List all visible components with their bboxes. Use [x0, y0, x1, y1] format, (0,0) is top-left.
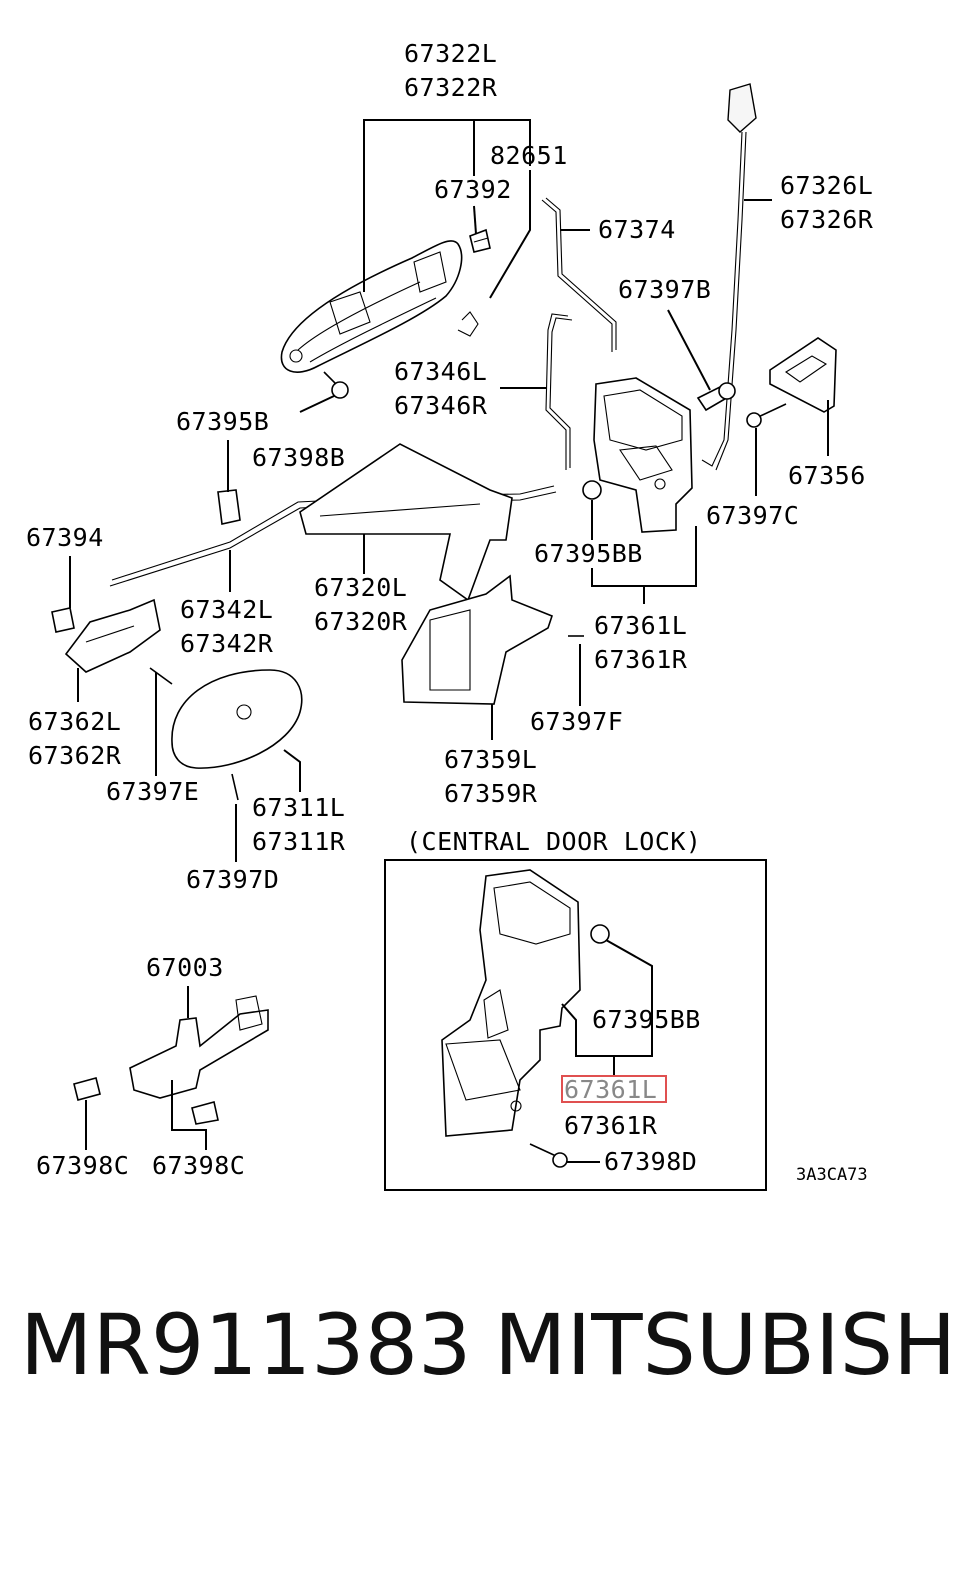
grommet-67395BB: [582, 480, 602, 500]
label-67362L[interactable]: 67362L: [28, 707, 121, 736]
part-number: MR911383: [20, 1296, 472, 1394]
door-check-67003: [73, 995, 269, 1125]
inset-leader-lines: [561, 939, 653, 1163]
screw-67397E: [149, 667, 173, 685]
label-67346L[interactable]: 67346L: [394, 357, 487, 386]
clip-67395B: [217, 489, 241, 525]
protector-67359: [401, 574, 553, 705]
label-67311R[interactable]: 67311R: [252, 827, 346, 856]
screw-67397C: [746, 403, 787, 428]
bolt-67397B: [696, 382, 736, 412]
label-67397B[interactable]: 67397B: [618, 275, 711, 304]
outside-door-handle: [280, 240, 463, 373]
inside-handle-67362: [51, 598, 161, 673]
label-67392[interactable]: 67392: [434, 175, 512, 204]
label-67361R-top[interactable]: 67361R: [594, 645, 688, 674]
bolt-67398B: [323, 371, 349, 399]
part-labels: 67322L 67322R 82651 67392 67374 67326L 6…: [26, 39, 874, 1185]
highlight-box-67361L: [561, 1075, 667, 1103]
label-67311L[interactable]: 67311L: [252, 793, 345, 822]
label-67397E[interactable]: 67397E: [106, 777, 199, 806]
label-67322R[interactable]: 67322R: [404, 73, 498, 102]
label-67342R[interactable]: 67342R: [180, 629, 274, 658]
label-67322L[interactable]: 67322L: [404, 39, 497, 68]
inset-grommet: [590, 924, 610, 944]
door-lock-actuator: [593, 377, 693, 533]
label-67346R[interactable]: 67346R: [394, 391, 488, 420]
label-67398C-left[interactable]: 67398C: [36, 1151, 129, 1180]
label-67397F[interactable]: 67397F: [530, 707, 623, 736]
label-67342L[interactable]: 67342L: [180, 595, 273, 624]
label-67395B[interactable]: 67395B: [176, 407, 269, 436]
label-67320L[interactable]: 67320L: [314, 573, 407, 602]
footer: MR911383 MITSUBISHI: [0, 1296, 960, 1396]
label-67326L[interactable]: 67326L: [780, 171, 873, 200]
escutcheon-67311: [171, 669, 303, 769]
label-67398B[interactable]: 67398B: [252, 443, 345, 472]
spring-clip-82651: [457, 311, 479, 337]
rod-67374: [541, 199, 613, 352]
label-67361L-inset[interactable]: 67361L: [564, 1075, 657, 1104]
striker-67356: [769, 337, 837, 413]
label-67374[interactable]: 67374: [598, 215, 676, 244]
brand-name: MITSUBISHI: [494, 1296, 960, 1394]
label-82651[interactable]: 82651: [490, 141, 568, 170]
label-67394[interactable]: 67394: [26, 523, 104, 552]
label-67359L[interactable]: 67359L: [444, 745, 537, 774]
label-67359R[interactable]: 67359R: [444, 779, 538, 808]
label-67361R-inset[interactable]: 67361R: [564, 1111, 658, 1140]
label-67361L-top[interactable]: 67361L: [594, 611, 687, 640]
label-67362R[interactable]: 67362R: [28, 741, 122, 770]
label-67397D[interactable]: 67397D: [186, 865, 279, 894]
diagram-code: 3A3CA73: [796, 1165, 868, 1185]
label-67326R[interactable]: 67326R: [780, 205, 874, 234]
label-67397C[interactable]: 67397C: [706, 501, 799, 530]
label-67395BB-inset[interactable]: 67395BB: [592, 1005, 701, 1034]
screw-67397D: [231, 773, 239, 801]
label-67320R[interactable]: 67320R: [314, 607, 408, 636]
inset-bolt-67398D: [529, 1143, 568, 1168]
label-67003[interactable]: 67003: [146, 953, 224, 982]
label-67398D[interactable]: 67398D: [604, 1147, 697, 1176]
bracket-67320: [299, 443, 513, 602]
inset-actuator: [441, 869, 581, 1137]
label-67356[interactable]: 67356: [788, 461, 866, 490]
inset-box-central-door-lock: [384, 859, 767, 1191]
rod-67346: [545, 313, 569, 470]
leader-lines: [69, 119, 829, 1150]
clip-67392: [469, 228, 491, 253]
label-67395BB-top[interactable]: 67395BB: [534, 539, 643, 568]
inset-title: (CENTRAL DOOR LOCK): [406, 827, 701, 856]
parts-diagram: (CENTRAL DOOR LOCK) 67322L 67322R 82651 …: [26, 39, 874, 1191]
label-67398C-right[interactable]: 67398C: [152, 1151, 245, 1180]
